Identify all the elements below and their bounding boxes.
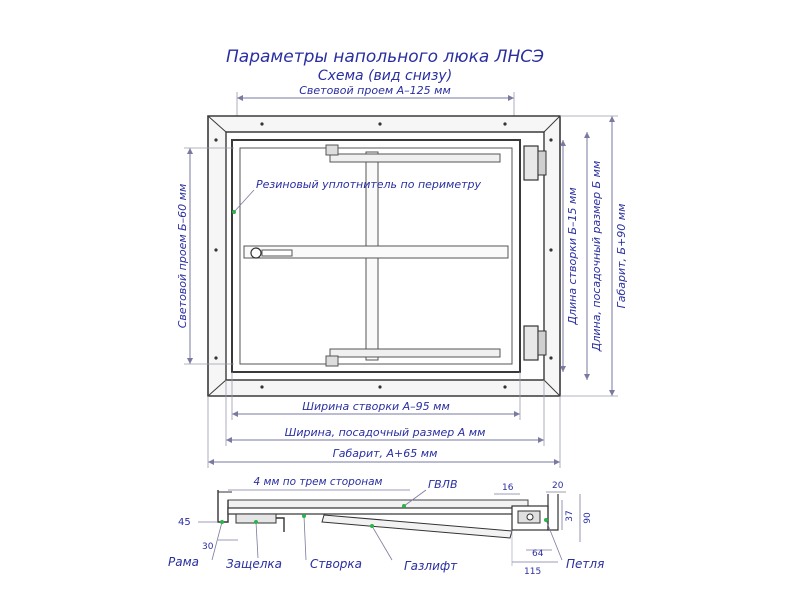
section-dim-64: 64: [526, 549, 552, 559]
dim-overall-b: Габарит, Б+90 мм: [560, 115, 628, 397]
section-dim-115: 115: [511, 530, 558, 577]
label-30: 30: [202, 542, 214, 552]
section-dim-90: 90: [579, 494, 593, 542]
dim-overall-a: Габарит, А+65 мм: [207, 396, 561, 468]
label-three-sides: 4 мм по трем сторонам: [254, 476, 383, 488]
section-label-gaslift-group: Газлифт: [370, 524, 458, 573]
label-16: 16: [502, 483, 514, 493]
label-115: 115: [524, 567, 541, 577]
dim-sash-length: Длина створки Б–15 мм: [560, 140, 579, 372]
label-hinge: Петля: [566, 557, 604, 571]
label-seal-group: Резиновый уплотнитель по периметру: [232, 178, 481, 214]
label-seal: Резиновый уплотнитель по периметру: [256, 178, 481, 191]
label-light-opening-b: Световой проем Б–60 мм: [176, 184, 189, 329]
label-overall-b: Габарит, Б+90 мм: [615, 204, 628, 309]
dim-mount-length: Длина, посадочный размер Б мм: [584, 132, 603, 380]
section-dim-three-sides: 4 мм по трем сторонам: [228, 476, 410, 491]
section-dim-30: 30: [202, 539, 238, 552]
dim-sash-width: Ширина створки А–95 мм: [231, 372, 521, 420]
section-label-hinge-group: Петля: [544, 518, 604, 571]
label-64: 64: [532, 549, 544, 559]
label-mount-width: Ширина, посадочный размер А мм: [285, 426, 486, 439]
label-37: 37: [565, 510, 575, 521]
label-sash: Створка: [310, 557, 362, 571]
section-label-gvlv-group: ГВЛВ: [402, 478, 458, 508]
label-light-opening-a: Световой проем А–125 мм: [299, 84, 451, 97]
dim-light-opening-b: Световой проем Б–60 мм: [176, 147, 234, 365]
section-label-latch-group: Защелка: [226, 520, 282, 571]
label-90: 90: [583, 512, 593, 524]
section-dim-20: 20: [546, 481, 566, 493]
label-overall-a: Габарит, А+65 мм: [333, 447, 438, 460]
label-latch: Защелка: [226, 557, 282, 571]
label-45: 45: [178, 517, 191, 528]
label-frame: Рама: [168, 555, 199, 569]
section-view: [217, 490, 559, 539]
label-gaslift: Газлифт: [404, 559, 458, 573]
section-dim-45: 45: [178, 517, 218, 528]
section-dim-37: 37: [561, 500, 575, 530]
diagram-title: Параметры напольного люка ЛНСЭ: [226, 47, 544, 67]
hatch-sash: [231, 139, 521, 373]
dim-light-opening-a: Световой проем А–125 мм: [236, 84, 515, 135]
label-sash-length: Длина створки Б–15 мм: [566, 187, 579, 325]
label-sash-width: Ширина створки А–95 мм: [302, 400, 450, 413]
dim-mount-width: Ширина, посадочный размер А мм: [225, 380, 545, 446]
section-label-frame-group: Рама: [168, 520, 224, 569]
label-20: 20: [552, 481, 564, 491]
diagram-subtitle: Схема (вид снизу): [318, 68, 452, 84]
section-dim-16: 16: [494, 483, 520, 495]
section-label-sash-group: Створка: [302, 514, 362, 571]
label-gvlv: ГВЛВ: [428, 478, 458, 491]
label-mount-length: Длина, посадочный размер Б мм: [590, 161, 603, 353]
leader-dot: [232, 210, 236, 214]
hinge-top: [523, 145, 547, 181]
hinge-bottom: [523, 325, 547, 361]
